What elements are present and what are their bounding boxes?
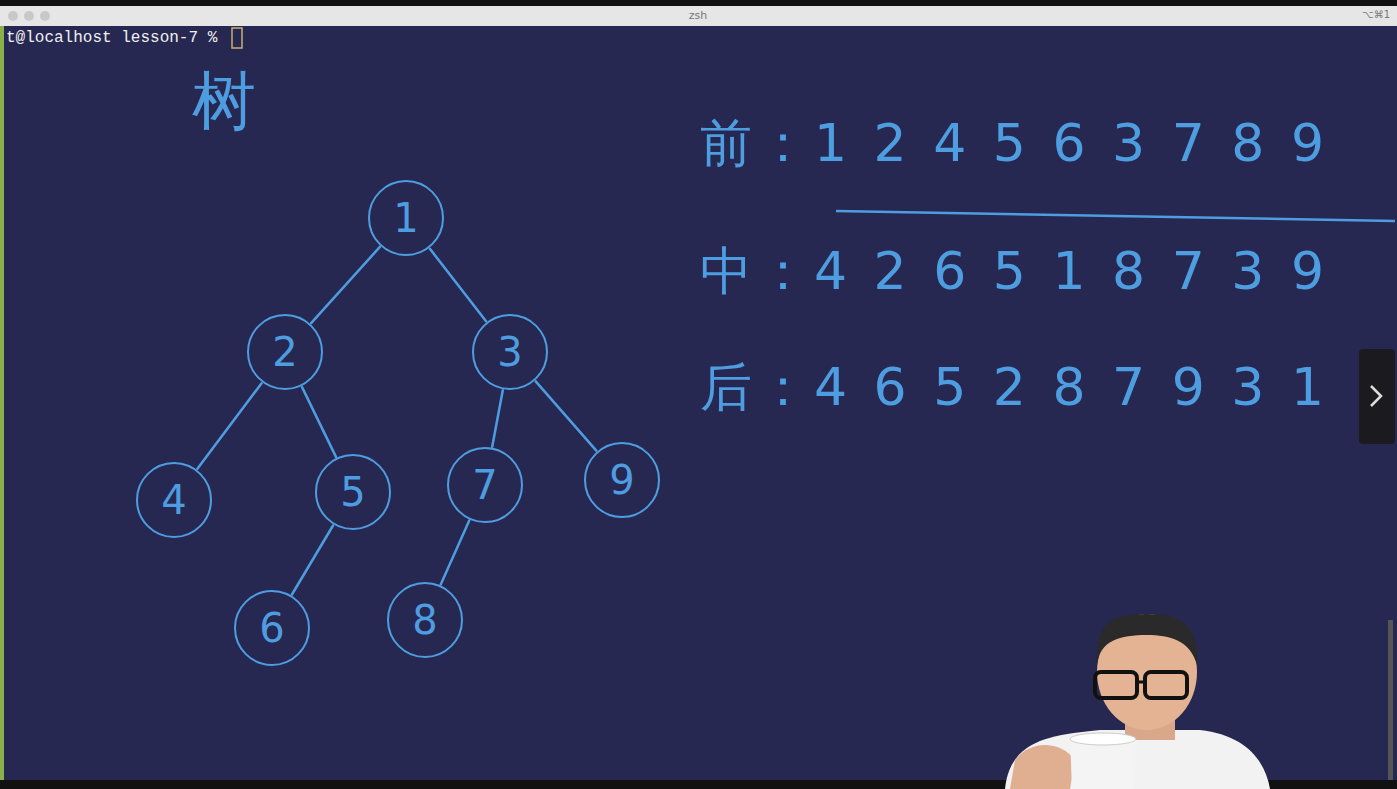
diagram-title: 树 — [192, 66, 256, 136]
node-number: 9 — [609, 460, 634, 500]
tree-edge — [536, 381, 597, 450]
tree-edge — [302, 387, 336, 457]
window-button — [8, 11, 18, 21]
node-number: 2 — [272, 332, 297, 372]
tree-edge — [292, 526, 333, 595]
cursor — [232, 28, 242, 48]
shell-prompt: t@localhost lesson-7 % — [6, 28, 217, 48]
tree-edge — [430, 249, 486, 321]
node-number: 4 — [161, 480, 186, 520]
side-panel-button — [1359, 349, 1395, 444]
node-number: 1 — [393, 198, 418, 238]
tree-edge — [492, 390, 503, 446]
tree-node-circle: 2 — [247, 314, 323, 390]
window-label: zsh — [689, 9, 707, 22]
chevron-icon — [1371, 386, 1381, 406]
tree-edge — [197, 383, 261, 469]
left-border — [0, 26, 4, 786]
presenter — [1005, 614, 1270, 789]
tree-node-circle: 9 — [584, 442, 660, 518]
title-bar — [0, 0, 1397, 26]
traversal-sequence: 中：4 2 6 5 1 8 7 3 9 — [700, 240, 1329, 302]
tree-edge — [441, 521, 469, 585]
traversal-sequence: 前：1 2 4 5 6 3 7 8 9 — [700, 112, 1329, 174]
tree-node-circle: 7 — [447, 447, 523, 523]
tree-node-circle: 8 — [387, 582, 463, 658]
window-edge — [0, 0, 1397, 6]
node-number: 7 — [472, 465, 497, 505]
node-number: 6 — [259, 608, 284, 648]
node-number: 8 — [412, 600, 437, 640]
tree-node-circle: 3 — [472, 314, 548, 390]
tree-node-circle: 1 — [368, 180, 444, 256]
node-number: 3 — [497, 332, 522, 372]
window-label: ⌥⌘1 — [1362, 9, 1390, 20]
traversal-sequence: 后：4 6 5 2 8 7 9 3 1 — [700, 356, 1329, 418]
scrollbar — [1388, 620, 1393, 780]
underline — [836, 211, 1395, 221]
window-button — [40, 11, 50, 21]
node-number: 5 — [340, 472, 365, 512]
window-button — [24, 11, 34, 21]
tree-node-circle: 6 — [234, 590, 310, 666]
tree-node-circle: 5 — [315, 454, 391, 530]
tree-edge — [311, 247, 380, 323]
tree-node-circle: 4 — [136, 462, 212, 538]
